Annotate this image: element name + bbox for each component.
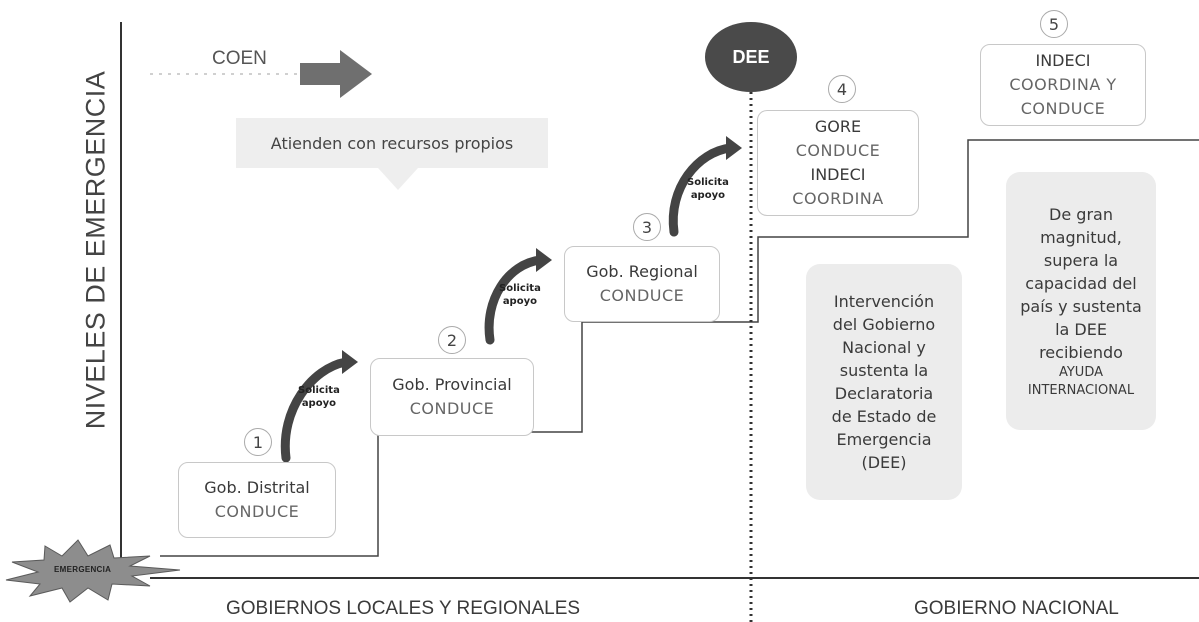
- panel-5-line: capacidad del: [1025, 273, 1137, 293]
- y-axis-title: NIVELES DE EMERGENCIA: [80, 70, 111, 430]
- level-3-action: CONDUCE: [599, 286, 685, 305]
- solicita-text: Solicita: [687, 177, 729, 188]
- level-1-number: 1: [244, 428, 272, 456]
- own-resources-banner: Atienden con recursos propios: [236, 118, 548, 168]
- apoyo-text: apoyo: [301, 398, 336, 409]
- solicita-apoyo-label-2: Solicita apoyo: [499, 282, 541, 308]
- panel-4-line: (DEE): [861, 453, 907, 472]
- solicita-text: Solicita: [298, 385, 340, 396]
- panel-5-line: supera la: [1043, 250, 1119, 270]
- panel-5-line: recibiendo: [1039, 342, 1123, 362]
- solicita-arrow-icon-1: [280, 350, 358, 463]
- panel-4-line: Nacional y: [842, 338, 926, 357]
- emergency-burst-icon: [5, 539, 181, 603]
- level-5-line-3: CONDUCE: [1020, 99, 1106, 118]
- level-2-action: CONDUCE: [409, 399, 495, 418]
- panel-4-line: Intervención: [833, 292, 935, 311]
- level-4-line-3: INDECI: [810, 165, 866, 184]
- banner-down-arrow-icon: [378, 168, 418, 190]
- solicita-apoyo-label-3: Solicita apoyo: [687, 176, 729, 202]
- level-3-title: Gob. Regional: [586, 262, 698, 281]
- level-5-line-2: COORDINA Y: [1009, 75, 1117, 94]
- panel-4-line: del Gobierno: [832, 315, 936, 334]
- x-axis-label-national: GOBIERNO NACIONAL: [914, 598, 1119, 619]
- solicita-text: Solicita: [499, 283, 541, 294]
- level-3-number: 3: [633, 213, 661, 241]
- level-5-box: INDECI COORDINA Y CONDUCE: [980, 44, 1146, 126]
- level-2-box: Gob. Provincial CONDUCE: [370, 358, 534, 436]
- panel-5-small-line: INTERNACIONAL: [1027, 382, 1135, 398]
- level-2-number: 2: [438, 326, 466, 354]
- level-5-number: 5: [1040, 10, 1068, 38]
- staircase-line: [160, 139, 1199, 557]
- level-4-line-1: GORE: [814, 117, 862, 136]
- level-4-number: 4: [828, 75, 856, 103]
- emergency-label: EMERGENCIA: [54, 565, 112, 574]
- panel-4-line: sustenta la: [839, 361, 929, 380]
- coen-label: COEN: [212, 48, 267, 69]
- level-1-box: Gob. Distrital CONDUCE: [178, 462, 336, 538]
- panel-5-line: la DEE: [1055, 319, 1107, 339]
- solicita-arrow-icon-3: [668, 136, 742, 237]
- level-1-title: Gob. Distrital: [204, 478, 310, 497]
- level-3-box: Gob. Regional CONDUCE: [564, 246, 720, 322]
- level-4-box: GORE CONDUCE INDECI COORDINA: [757, 110, 919, 216]
- level-5-line-1: INDECI: [1035, 51, 1091, 70]
- own-resources-text: Atienden con recursos propios: [270, 133, 514, 153]
- solicita-arrow-icon-2: [484, 248, 552, 345]
- solicita-apoyo-label-1: Solicita apoyo: [298, 384, 340, 410]
- panel-4-line: Declaratoria: [834, 384, 934, 403]
- level-4-line-4: COORDINA: [792, 189, 884, 208]
- dee-label: DEE: [732, 46, 770, 67]
- apoyo-text: apoyo: [502, 296, 537, 307]
- panel-5-small-line: AYUDA: [1058, 364, 1103, 380]
- apoyo-text: apoyo: [690, 190, 725, 201]
- level-1-action: CONDUCE: [214, 502, 300, 521]
- coen-arrow-icon: [150, 50, 372, 98]
- level-5-description-panel: De gran magnitud, supera la capacidad de…: [1006, 172, 1156, 430]
- level-4-line-2: CONDUCE: [795, 141, 881, 160]
- panel-5-line: país y sustenta: [1020, 296, 1142, 316]
- panel-4-line: Emergencia: [836, 430, 932, 449]
- dee-badge: DEE: [705, 22, 797, 92]
- x-axis-label-local: GOBIERNOS LOCALES Y REGIONALES: [226, 598, 581, 619]
- level-4-description-panel: Intervención del Gobierno Nacional y sus…: [806, 264, 962, 500]
- panel-5-line: De gran: [1049, 204, 1113, 224]
- level-2-title: Gob. Provincial: [392, 375, 512, 394]
- panel-4-line: de Estado de: [831, 407, 937, 426]
- panel-5-line: magnitud,: [1040, 227, 1122, 247]
